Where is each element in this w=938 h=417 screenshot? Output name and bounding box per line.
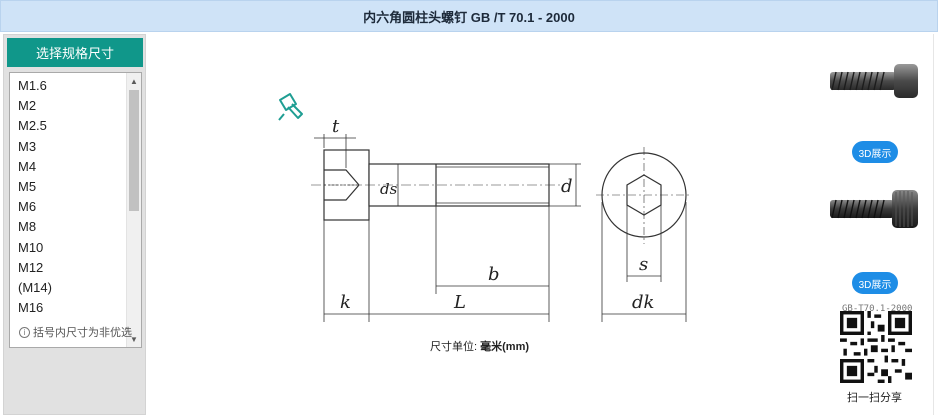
info-icon: i [19, 326, 30, 338]
size-item-m10[interactable]: M10 [18, 239, 44, 255]
size-item-m4[interactable]: M4 [18, 158, 37, 174]
size-note-text: 括号内尺寸为非优选 [33, 327, 132, 339]
size-list-items: M1.6 M2 M2.5 M3 M4 M5 M6 M8 M10 M12 (M14… [10, 76, 128, 318]
screw-technical-drawing: t ds d b k L s dk [311, 116, 692, 322]
main-content: t ds d b k L s dk 尺寸单位: 毫米(mm) [148, 34, 934, 415]
size-item-m12[interactable]: M12 [18, 259, 44, 275]
dim-label-k: k [340, 292, 351, 313]
size-item-m8[interactable]: M8 [18, 219, 37, 235]
size-list[interactable]: M1.6 M2 M2.5 M3 M4 M5 M6 M8 M10 M12 (M14… [9, 72, 142, 348]
3d-view-button-1[interactable]: 3D展示 [852, 141, 898, 163]
page-title: 内六角圆柱头螺钉 GB /T 70.1 - 2000 [363, 9, 575, 25]
dim-label-t: t [332, 116, 340, 137]
scroll-thumb[interactable] [129, 90, 139, 211]
dim-label-dk: dk [632, 292, 654, 313]
unit-prefix: 尺寸单位: [430, 341, 481, 353]
scroll-down-arrow-icon[interactable]: ▼ [130, 334, 138, 344]
page-title-bar: 内六角圆柱头螺钉 GB /T 70.1 - 2000 [0, 0, 938, 32]
dim-label-d: d [561, 176, 573, 197]
size-selector-header: 选择规格尺寸 [7, 38, 143, 67]
3d-view-button-2[interactable]: 3D展示 [852, 272, 898, 294]
screw-3d-model-image-2[interactable] [824, 184, 924, 236]
size-item-m6[interactable]: M6 [18, 199, 37, 215]
size-item-m14[interactable]: (M14) [18, 279, 52, 295]
size-item-m2[interactable]: M2 [18, 98, 37, 114]
dim-label-s: s [639, 254, 648, 275]
qr-code-image [840, 311, 912, 383]
pin-icon[interactable] [276, 92, 308, 122]
screw-3d-model-image-1[interactable] [824, 56, 924, 108]
scroll-up-arrow-icon[interactable]: ▲ [130, 76, 138, 86]
unit-value: 毫米(mm) [480, 341, 530, 353]
size-item-m5[interactable]: M5 [18, 178, 37, 194]
size-item-m3[interactable]: M3 [18, 138, 37, 154]
unit-info: 尺寸单位: 毫米(mm) [430, 338, 529, 354]
size-selector-panel: 选择规格尺寸 M1.6 M2 M2.5 M3 M4 M5 M6 M8 M10 M… [3, 34, 146, 415]
share-label: 扫一扫分享 [847, 392, 902, 404]
size-item-m2-5[interactable]: M2.5 [18, 118, 47, 134]
dim-label-b: b [488, 264, 500, 285]
dim-label-ds: ds [380, 180, 398, 198]
qr-caption: GB-T70.1-2000 [842, 304, 913, 314]
dim-label-l: L [453, 292, 466, 313]
size-item-m1-6[interactable]: M1.6 [18, 78, 47, 93]
size-note: i 括号内尺寸为非优选 [4, 324, 147, 340]
size-item-m16[interactable]: M16 [18, 300, 44, 316]
size-list-scrollbar[interactable]: ▲ ▼ [126, 73, 141, 347]
